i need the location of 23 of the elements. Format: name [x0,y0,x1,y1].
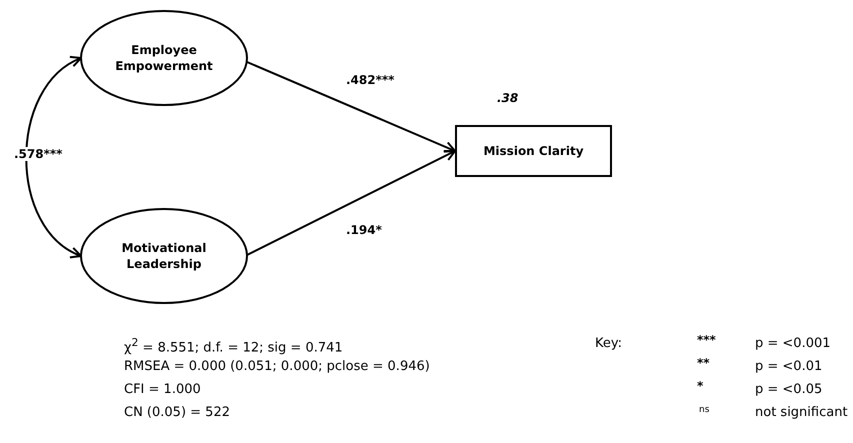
fit-statistic: CN (0.05) = 522 [124,405,230,420]
fit-statistic: CFI = 1.000 [124,382,201,397]
latent-variable-ellipse: Motivational Leadership [80,208,248,304]
significance-stars: ** [697,356,710,370]
significance-stars: * [697,379,704,393]
arrow [246,61,456,153]
significance-level: p = <0.001 [755,336,831,351]
edge-label: .482*** [345,72,396,86]
arrow [25,57,82,257]
latent-variable-ellipse: Employee Empowerment [80,10,248,106]
significance-level: p = <0.05 [755,382,822,397]
r-squared-value: .38 [497,91,518,105]
observed-variable-box: Mission Clarity [455,125,612,177]
significance-stars: ns [699,405,710,415]
significance-stars: *** [697,333,716,347]
key-heading: Key: [595,336,622,351]
fit-statistic: χ$^{2}$ = 8.551; d.f. = 12; sig = 0.741 [124,336,343,356]
fit-statistic: RMSEA = 0.000 (0.051; 0.000; pclose = 0.946) [124,359,430,374]
arrow [246,150,456,256]
edge-label: .578*** [13,147,64,161]
significance-level: p = <0.01 [755,359,822,374]
significance-level: not significant [755,405,848,420]
edge-label: .194* [345,223,383,237]
